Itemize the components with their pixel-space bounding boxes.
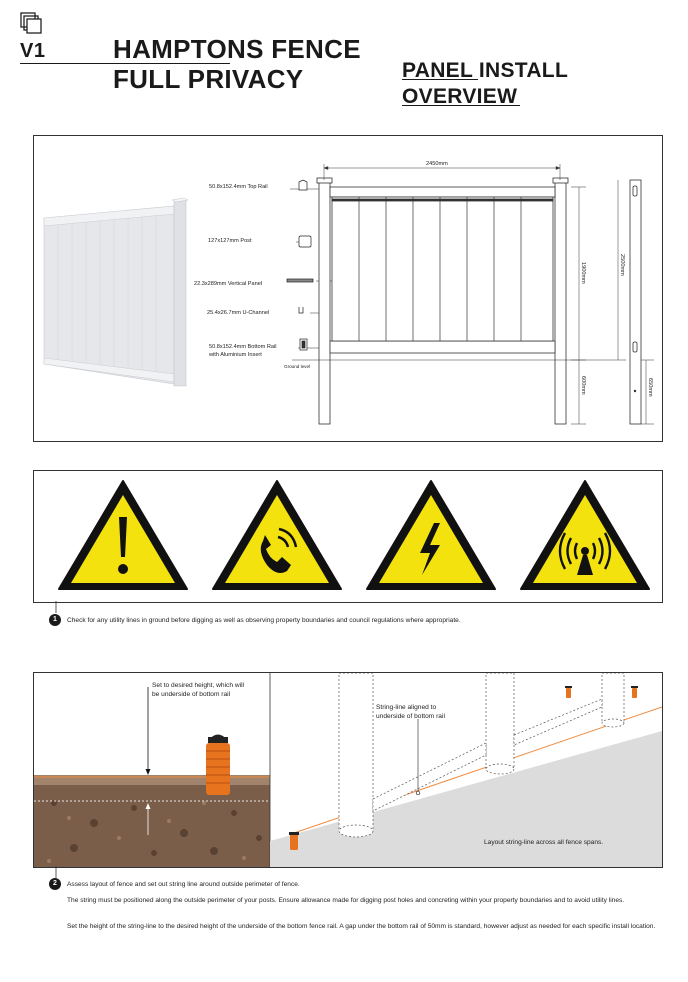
post-side-view — [629, 179, 642, 425]
fence-diagram-panel: Ground level 2450mm 1900mm 600mm — [33, 135, 663, 442]
title-line-2: FULL PRIVACY — [113, 64, 304, 94]
subtitle-rule-1 — [402, 79, 478, 80]
vertical-panel-label: 22.3x289mm Vertical Panel — [194, 281, 263, 287]
lightning-icon — [366, 480, 496, 590]
bottom-rail-label: 50.8x152.4mm Bottom Rail — [209, 344, 277, 350]
u-channel-label: 25.4x26.7mm U-Channel — [207, 310, 270, 316]
exclamation-icon — [58, 480, 188, 590]
below-ground-dimension: 600mm — [580, 376, 586, 395]
header-rule — [20, 63, 230, 64]
step-2-heading: Assess layout of fence and set out strin… — [67, 881, 300, 888]
post-label: 127x127mm Post — [208, 238, 252, 244]
step-1-badge: 1 — [49, 614, 61, 626]
spans-note: Layout string-line across all fence span… — [484, 839, 604, 846]
string-line-panel: Set to desired height, which will be und… — [33, 672, 663, 868]
step-2-connector — [55, 866, 57, 878]
warning-signs-panel — [33, 470, 663, 603]
fence-elevation — [316, 177, 569, 425]
width-dimension: 2450mm — [426, 161, 448, 167]
title-line-1: HAMPTONS FENCE — [113, 34, 361, 64]
bottom-rail-insert-label: with Aluminium Insert — [209, 352, 262, 358]
soil-photo — [34, 673, 270, 867]
fence-diagram: Ground level 2450mm 1900mm 600mm — [43, 161, 654, 425]
step-1-connector — [55, 601, 57, 613]
string-aligned-note: String-line aligned to underside of bott… — [376, 703, 445, 721]
step-2-para-2: Set the height of the string-line to the… — [67, 923, 656, 930]
post-height-dimension: 2500mm — [619, 254, 625, 276]
string-line-perspective — [270, 673, 662, 867]
step-2-para-1: The string must be positioned along the … — [67, 897, 625, 904]
desired-height-note: Set to desired height, which will be und… — [152, 681, 272, 699]
telephone-icon — [212, 480, 342, 590]
string-aligned-note-line-2: underside of bottom rail — [376, 713, 445, 720]
desired-height-note-line-2: be underside of bottom rail — [152, 691, 231, 698]
ground-level-label: Ground level — [284, 364, 310, 369]
string-aligned-note-line-1: String-line aligned to — [376, 704, 437, 711]
stacked-squares-icon — [20, 12, 42, 34]
subtitle-rule-2 — [402, 105, 520, 106]
subtitle-line-1: PANEL INSTALL — [402, 59, 569, 82]
radio-waves-icon — [520, 480, 650, 590]
panel-height-dimension: 1900mm — [580, 262, 586, 284]
top-rail-label: 50.8x152.4mm Top Rail — [209, 184, 268, 190]
fence-render — [43, 197, 189, 387]
page-subtitle: PANEL INSTALL OVERVIEW — [402, 58, 568, 110]
desired-height-note-line-1: Set to desired height, which will — [152, 682, 244, 689]
subtitle-line-2: OVERVIEW — [402, 85, 518, 108]
version-label: V1 — [20, 40, 46, 62]
step-2-badge: 2 — [49, 878, 61, 890]
page-title: HAMPTONS FENCE FULL PRIVACY — [113, 34, 361, 94]
step-1-text: Check for any utility lines in ground be… — [67, 617, 461, 624]
post-below-ground-dimension: 650mm — [647, 378, 653, 397]
